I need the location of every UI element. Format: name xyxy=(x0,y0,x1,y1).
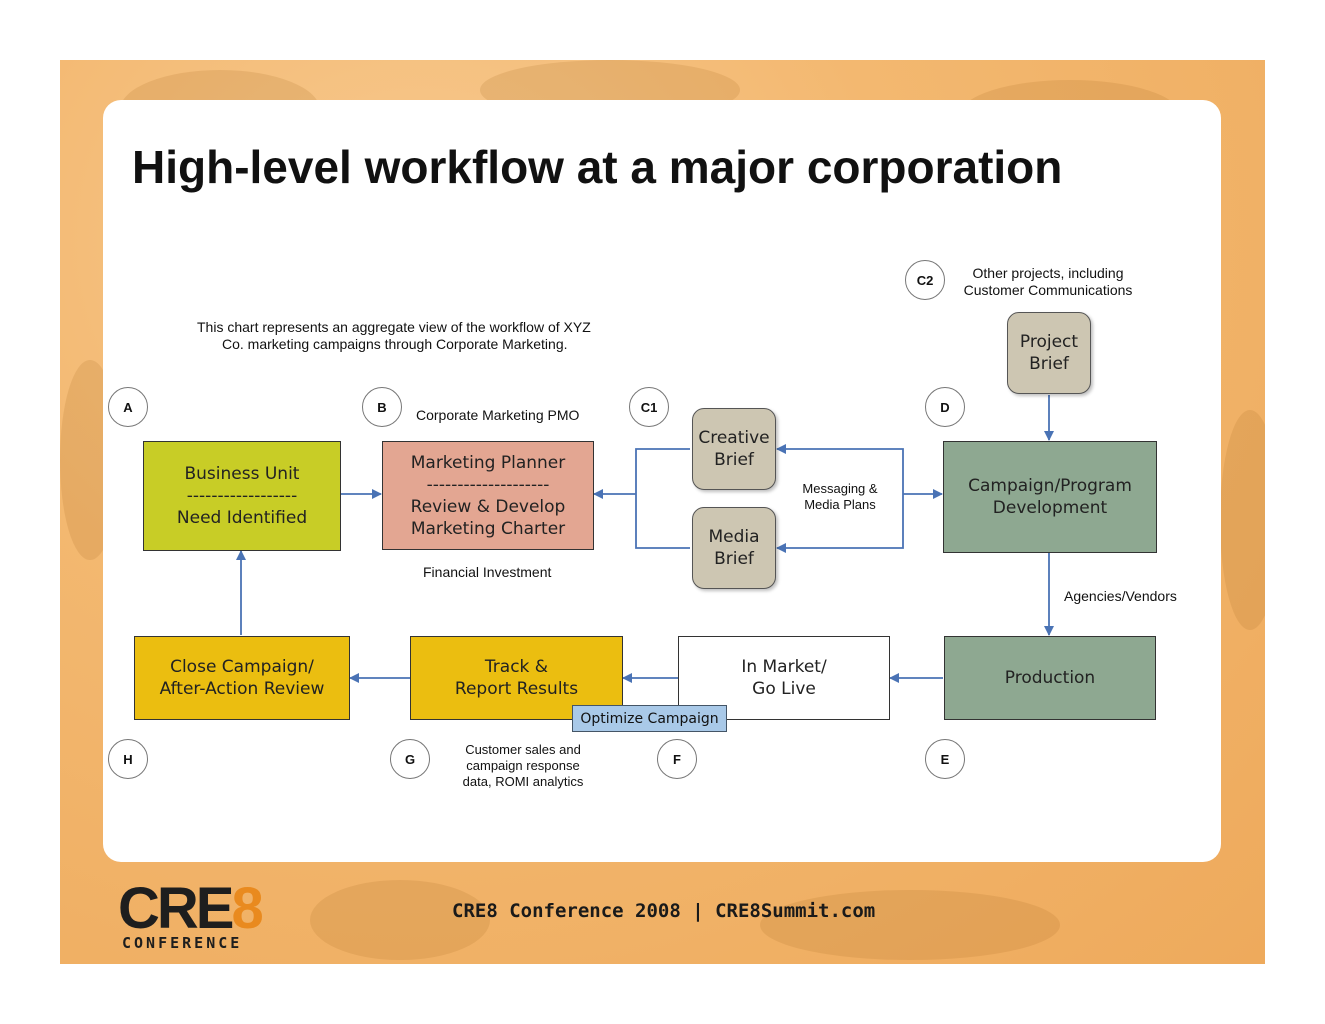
box-line: Go Live xyxy=(752,679,816,699)
box-line: Close Campaign/ xyxy=(170,657,314,677)
box-line: Marketing Charter xyxy=(410,518,566,539)
footer-text: CRE8 Conference 2008 | CRE8Summit.com xyxy=(452,900,876,922)
logo-main-text: CRE xyxy=(118,876,234,941)
marker-e: E xyxy=(925,739,965,779)
campaign-development-box[interactable]: Campaign/Program Development xyxy=(943,441,1157,553)
box-line: -------------------- xyxy=(426,474,550,495)
customer-sales-line: Customer sales and xyxy=(465,742,581,757)
box-line: Report Results xyxy=(454,679,579,699)
box-line: After-Action Review xyxy=(159,679,325,699)
financial-label: Financial Investment xyxy=(423,564,552,580)
marker-c2: C2 xyxy=(905,260,945,300)
description-line: This chart represents an aggregate view … xyxy=(197,319,591,335)
box-line: Brief xyxy=(1029,354,1069,374)
marker-b: B xyxy=(362,387,402,427)
box-line: Review & Develop xyxy=(410,496,566,517)
box-line: ------------------ xyxy=(186,486,298,506)
pmo-label: Corporate Marketing PMO xyxy=(416,407,580,423)
box-line: Production xyxy=(1004,668,1096,688)
logo-wordmark: CRE8 xyxy=(118,880,264,938)
media-brief-box[interactable]: Media Brief xyxy=(692,507,776,589)
box-line: Track & xyxy=(484,657,549,677)
optimize-campaign-box[interactable]: Optimize Campaign xyxy=(572,705,727,732)
project-brief-box[interactable]: Project Brief xyxy=(1007,312,1091,394)
marker-g: G xyxy=(390,739,430,779)
marker-d: D xyxy=(925,387,965,427)
creative-brief-box[interactable]: Creative Brief xyxy=(692,408,776,490)
box-line: Creative xyxy=(698,428,770,448)
other-projects-note: Other projects, including Customer Commu… xyxy=(962,265,1134,299)
box-line: Development xyxy=(992,498,1108,518)
customer-sales-line: data, ROMI analytics xyxy=(462,774,584,789)
arrow-campaign-to-creative xyxy=(776,444,904,494)
box-line: Campaign/Program xyxy=(968,476,1132,496)
marker-a: A xyxy=(108,387,148,427)
box-line: Business Unit xyxy=(184,464,300,484)
close-campaign-box[interactable]: Close Campaign/ After-Action Review xyxy=(134,636,350,720)
note-line: Customer Communications xyxy=(963,282,1133,298)
chart-description: This chart represents an aggregate view … xyxy=(197,319,591,353)
marketing-planner-box[interactable]: Marketing Planner -------------------- R… xyxy=(382,441,594,550)
box-line: In Market/ xyxy=(741,657,827,677)
messaging-line: Media Plans xyxy=(804,497,876,512)
box-line: Project xyxy=(1019,332,1079,352)
messaging-line: Messaging & xyxy=(802,481,878,496)
description-line: Co. marketing campaigns through Corporat… xyxy=(222,336,568,352)
box-line: Brief xyxy=(714,549,754,569)
arrow-briefs-to-planner xyxy=(635,448,690,549)
note-line: Other projects, including xyxy=(972,265,1124,281)
box-line: Marketing Planner xyxy=(410,452,566,473)
arrow-campaign-to-media xyxy=(776,494,904,553)
customer-sales-label: Customer sales and campaign response dat… xyxy=(453,742,593,790)
production-box[interactable]: Production xyxy=(944,636,1156,720)
agencies-label: Agencies/Vendors xyxy=(1064,588,1177,604)
marker-c1: C1 xyxy=(629,387,669,427)
cre8-logo: CRE8 CONFERENCE xyxy=(118,880,293,955)
box-line: Brief xyxy=(714,450,754,470)
box-line: Need Identified xyxy=(176,508,308,528)
logo-accent-text: 8 xyxy=(231,876,263,941)
logo-subtitle: CONFERENCE xyxy=(122,934,243,952)
customer-sales-line: campaign response xyxy=(466,758,580,773)
page-title: High-level workflow at a major corporati… xyxy=(132,141,1063,193)
messaging-label: Messaging & Media Plans xyxy=(795,481,885,513)
box-line: Media xyxy=(708,527,760,547)
marker-h: H xyxy=(108,739,148,779)
marker-f: F xyxy=(657,739,697,779)
business-unit-box[interactable]: Business Unit ------------------ Need Id… xyxy=(143,441,341,551)
